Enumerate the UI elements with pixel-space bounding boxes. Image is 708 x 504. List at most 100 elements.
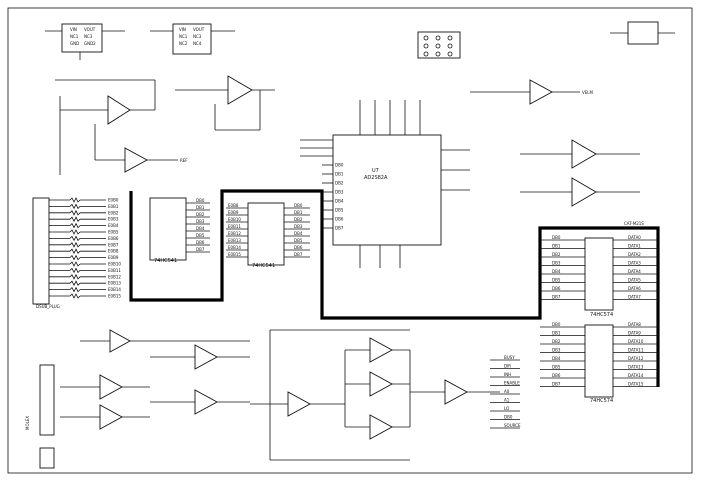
comparator-stage bbox=[250, 329, 500, 461]
encoder-net-label: E0B5 bbox=[108, 230, 119, 235]
encoder-net-label: E0B0 bbox=[108, 198, 119, 203]
latch-in-label: DB3 bbox=[552, 348, 561, 353]
buffer-out-label: DB1 bbox=[196, 205, 205, 210]
latch-in-label: DB5 bbox=[552, 365, 561, 370]
svg-text:VIN: VIN bbox=[179, 27, 186, 32]
ic-u9-buffer: 74HC541 bbox=[247, 202, 285, 269]
control-net-label: BUSY bbox=[504, 355, 515, 360]
control-net-label: SOURCE bbox=[504, 423, 521, 428]
buffer-out-label: DB4 bbox=[196, 226, 205, 231]
svg-text:VOUT: VOUT bbox=[84, 27, 96, 32]
svg-text:GND: GND bbox=[70, 41, 79, 46]
encoder-net-label: E0B4 bbox=[108, 223, 119, 228]
opamp-stage-3: VELM bbox=[470, 79, 593, 105]
latch-out-label: DATA1 bbox=[628, 244, 641, 249]
latch-in-label: DB6 bbox=[552, 373, 561, 378]
encoder-net-label: E0B6 bbox=[108, 236, 119, 241]
encoder-net-label: E0B7 bbox=[108, 242, 119, 247]
buffer-out-label: DB7 bbox=[294, 252, 303, 257]
control-net-label: DB0 bbox=[504, 415, 513, 420]
svg-text:DSUB_PLUG: DSUB_PLUG bbox=[36, 304, 60, 309]
latch-out-label: DATA12 bbox=[628, 356, 644, 361]
control-net-label: LO bbox=[504, 406, 509, 411]
svg-text:GND2: GND2 bbox=[84, 41, 96, 46]
control-net-label: DIR bbox=[504, 364, 511, 369]
latch-out-label: DATA6 bbox=[628, 286, 641, 291]
latch-in-label: DB0 bbox=[552, 235, 561, 240]
buffer-in-label: E0B10 bbox=[228, 217, 241, 222]
latch-in-label: DB2 bbox=[552, 339, 561, 344]
svg-text:NC1: NC1 bbox=[70, 34, 79, 39]
u7-bus-pin: DB1 bbox=[335, 172, 344, 177]
buffer-out-label: DB6 bbox=[294, 245, 303, 250]
svg-text:NC2: NC2 bbox=[179, 41, 188, 46]
ic-u7-converter: U7 AD2S82A bbox=[300, 100, 470, 268]
buffer-in-label: E0B15 bbox=[228, 252, 241, 257]
latch-out-label: DATA15 bbox=[628, 382, 644, 387]
latch-out-label: DATA13 bbox=[628, 365, 644, 370]
buffer-out-label: DB2 bbox=[196, 212, 205, 217]
control-net-label: A1 bbox=[504, 398, 510, 403]
control-net-label: ENABLE bbox=[504, 381, 520, 386]
u7-bus-pin: DB3 bbox=[335, 190, 344, 195]
latch-in-label: DB7 bbox=[552, 382, 561, 387]
encoder-net-label: E0B1 bbox=[108, 204, 119, 209]
buffer-out-label: DB1 bbox=[294, 210, 303, 215]
latch-in-label: DB4 bbox=[552, 356, 561, 361]
svg-text:VELM: VELM bbox=[582, 90, 593, 95]
buffer-out-label: DB3 bbox=[294, 224, 303, 229]
opamp-stage-5 bbox=[60, 329, 250, 430]
buffer-in-label: E0B13 bbox=[228, 238, 241, 243]
latch-out-label: DATA0 bbox=[628, 235, 641, 240]
opamp-stage-2 bbox=[175, 75, 275, 131]
latch-in-label: DB6 bbox=[552, 286, 561, 291]
latch-in-label: DB0 bbox=[552, 322, 561, 327]
latch-in-label: DB4 bbox=[552, 269, 561, 274]
svg-text:VOUT: VOUT bbox=[193, 27, 205, 32]
latch-out-label: DATA5 bbox=[628, 278, 641, 283]
control-net-label: INH bbox=[504, 372, 511, 377]
encoder-net-label: E0B8 bbox=[108, 249, 119, 254]
encoder-net-label: E0B10 bbox=[108, 262, 121, 267]
buffer-out-label: DB0 bbox=[196, 198, 205, 203]
svg-text:NC3: NC3 bbox=[84, 34, 93, 39]
buffer-out-label: DB5 bbox=[294, 238, 303, 243]
buffer-in-label: E0B8 bbox=[228, 203, 239, 208]
regulator-block-3 bbox=[610, 21, 675, 45]
encoder-net-label: E0B3 bbox=[108, 217, 119, 222]
svg-text:NC4: NC4 bbox=[193, 41, 202, 46]
opamp-stage-1: REF bbox=[55, 79, 188, 175]
latch-in-label: DB3 bbox=[552, 261, 561, 266]
encoder-resistor-array: E0B0E0B1E0B2E0B3E0B4E0B5E0B6E0B7E0B8E0B9… bbox=[49, 197, 121, 299]
regulator-block-1: VIN VOUT NC1 NC3 GND GND2 bbox=[45, 23, 125, 60]
u7-bus-pin: DB7 bbox=[335, 226, 344, 231]
latch-out-label: DATA2 bbox=[628, 252, 641, 257]
svg-text:VIN: VIN bbox=[70, 27, 77, 32]
buffer-out-label: DB6 bbox=[196, 240, 205, 245]
buffer-out-label: DB3 bbox=[196, 219, 205, 224]
svg-text:NC3: NC3 bbox=[193, 34, 202, 39]
u7-bus-pin: DB5 bbox=[335, 208, 344, 213]
latch-out-label: DATA8 bbox=[628, 322, 641, 327]
svg-text:NC1: NC1 bbox=[179, 34, 188, 39]
encoder-net-label: E0B14 bbox=[108, 287, 121, 292]
svg-text:74HC541: 74HC541 bbox=[154, 258, 177, 264]
svg-text:U7: U7 bbox=[372, 168, 379, 174]
ic-u10-latch: 74HC574 bbox=[584, 237, 614, 318]
svg-text:74HC541: 74HC541 bbox=[252, 263, 275, 269]
buffer-in-label: E0B9 bbox=[228, 210, 239, 215]
svg-text:74HC574: 74HC574 bbox=[590, 398, 613, 404]
control-net-label: A0 bbox=[504, 389, 510, 394]
svg-text:MOLEX: MOLEX bbox=[25, 416, 30, 430]
u7-bus-pin: DB4 bbox=[335, 199, 344, 204]
sheet-border bbox=[7, 7, 693, 474]
latch-in-label: DB1 bbox=[552, 331, 561, 336]
encoder-net-label: E0B12 bbox=[108, 274, 121, 279]
buffer-out-label: DB7 bbox=[196, 247, 205, 252]
latch-out-label: DATA11 bbox=[628, 348, 644, 353]
connector-j1: DSUB_PLUG bbox=[32, 197, 60, 309]
